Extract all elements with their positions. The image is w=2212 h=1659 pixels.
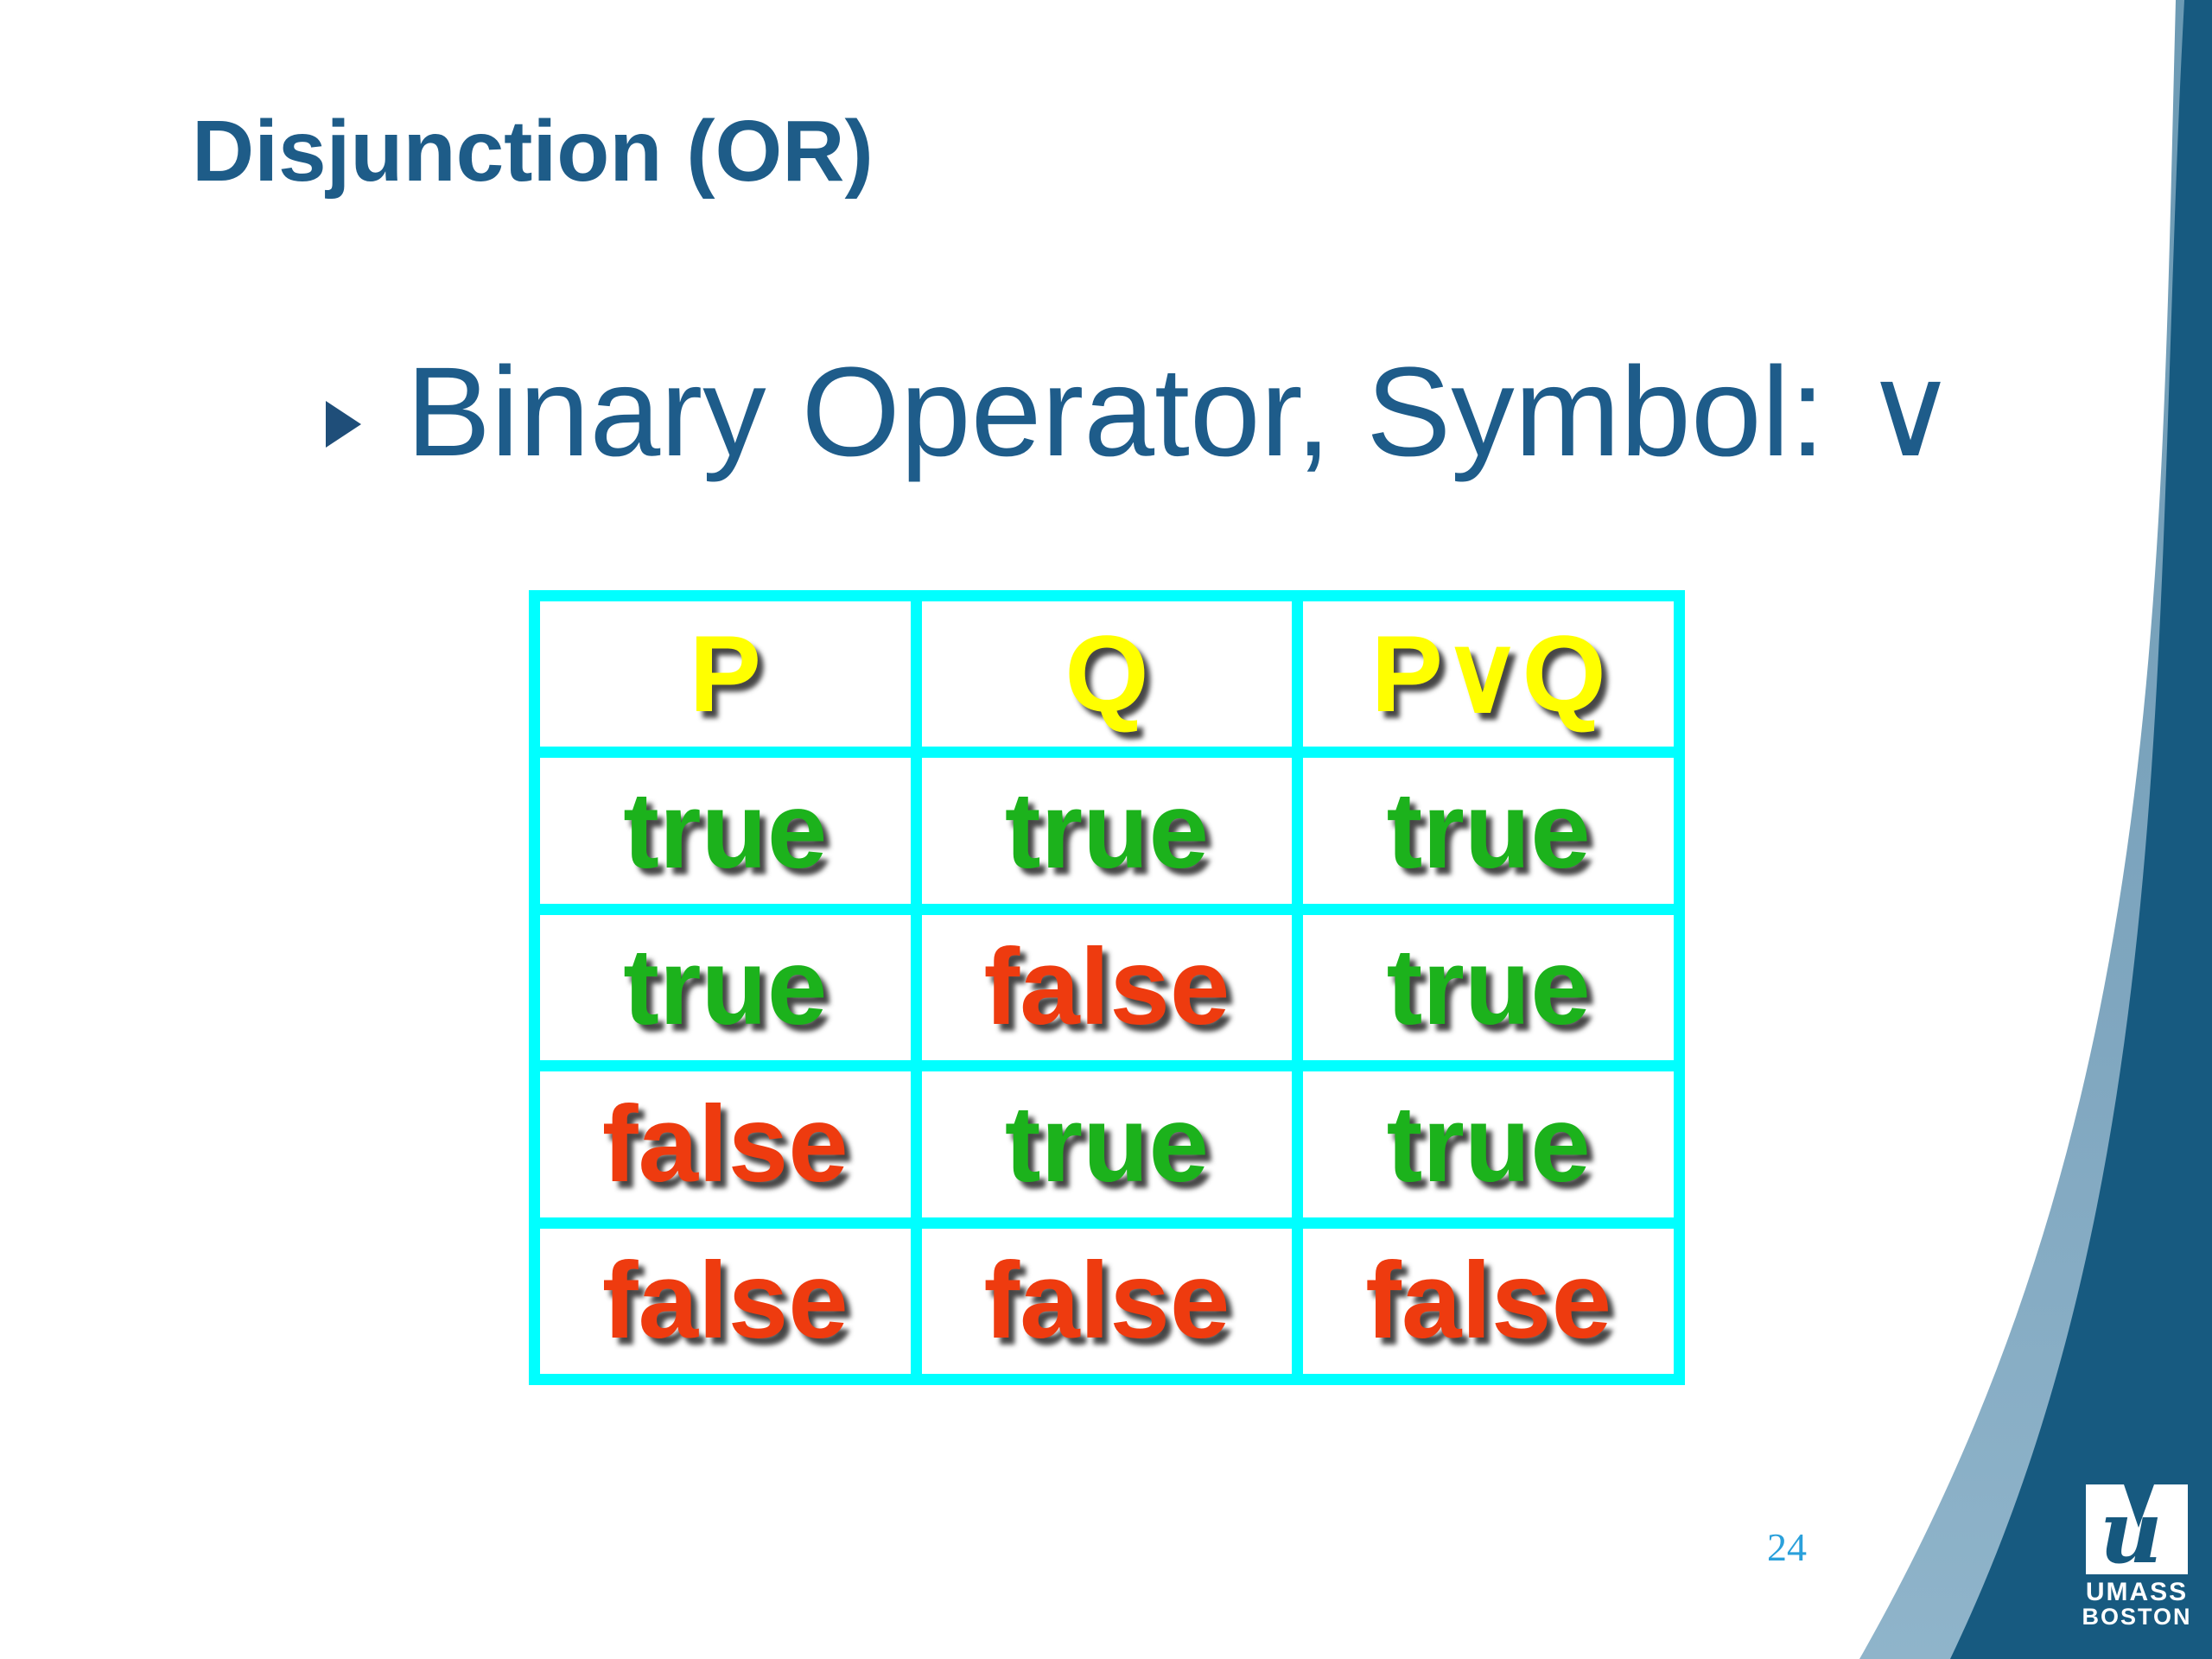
bullet-text-label: Binary Operator, Symbol:	[406, 341, 1826, 483]
table-cell: false	[1303, 1228, 1674, 1374]
logo-m-shape	[2086, 1484, 2188, 1574]
logo-boston-text: BOSTON	[2082, 1604, 2191, 1630]
logo-umass-text: UMASS	[2086, 1578, 2188, 1606]
swoosh-dark-band	[1950, 0, 2212, 1659]
slide-title: Disjunction (OR)	[192, 103, 874, 200]
bullet-text: Binary Operator, Symbol:∨	[406, 349, 1957, 476]
table-cell: false	[921, 914, 1293, 1061]
table-cell: true	[921, 758, 1293, 904]
table-cell: false	[540, 1228, 911, 1374]
corner-swoosh-decoration	[1859, 0, 2212, 1659]
table-header-q: Q	[921, 601, 1293, 747]
page-number: 24	[1767, 1525, 1807, 1569]
bullet-triangle-icon	[326, 401, 361, 448]
table-cell: false	[540, 1071, 911, 1217]
table-cell: true	[1303, 758, 1674, 904]
table-cell: true	[1303, 1071, 1674, 1217]
table-cell: false	[921, 1228, 1293, 1374]
table-cell: true	[921, 1071, 1293, 1217]
umass-boston-logo: u UMASS BOSTON	[2082, 1481, 2191, 1630]
table-header-p: P	[540, 601, 911, 747]
truth-table: P Q P∨Q true true true true false true f…	[529, 590, 1685, 1385]
table-cell: true	[1303, 914, 1674, 1061]
disjunction-symbol: ∨	[1864, 341, 1957, 483]
table-cell: true	[540, 914, 911, 1061]
logo-script-u: u	[2100, 1481, 2163, 1583]
table-cell: true	[540, 758, 911, 904]
table-header-pvq: P∨Q	[1303, 601, 1674, 747]
